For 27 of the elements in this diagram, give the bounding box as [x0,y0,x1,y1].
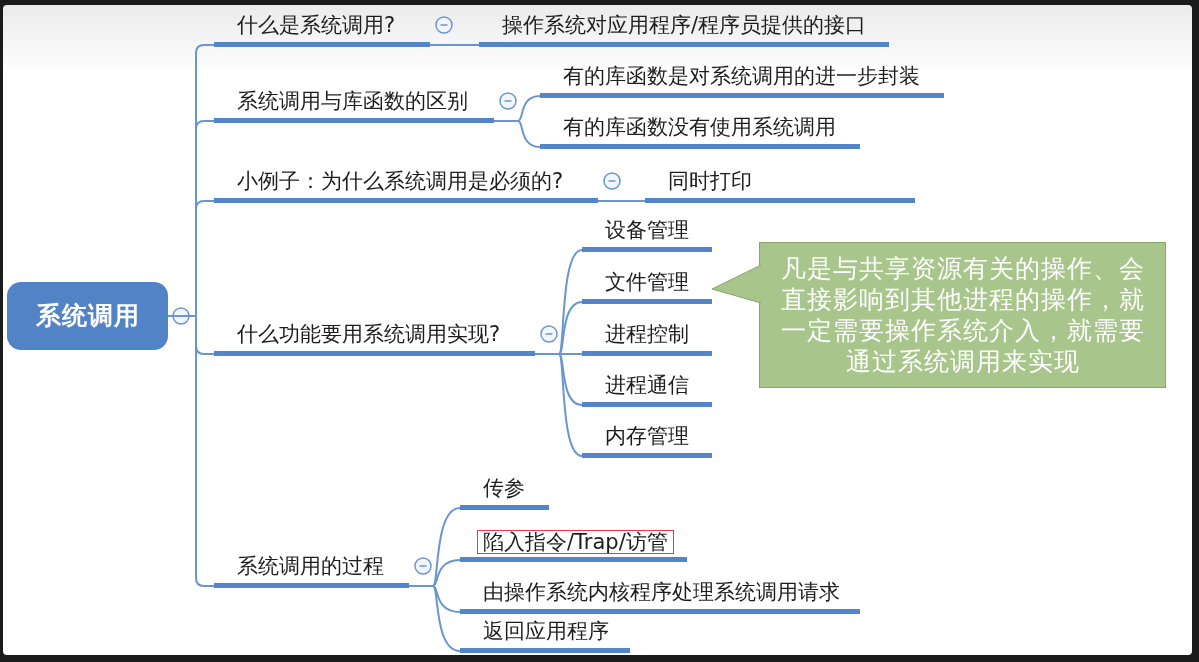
callout-box: 凡是与共享资源有关的操作、会直接影响到其他进程的操作，就一定需要操作系统介入，就需要通过系统调用来实现 [759,242,1166,388]
topic-label: 由操作系统内核程序处理系统调用请求 [460,579,860,614]
topic-label: 同时打印 [645,168,915,203]
topic-label: 内存管理 [582,423,712,458]
topic-label: 进程通信 [582,372,712,407]
topic-label: 小例子：为什么系统调用是必须的? [214,168,598,203]
topic-label: 设备管理 [582,217,712,252]
topic-label: 有的库函数没有使用系统调用 [540,114,860,149]
topic-label: 操作系统对应用程序/程序员提供的接口 [479,12,889,47]
topic-label: 什么功能要用系统调用实现? [214,321,535,356]
topic-label: 有的库函数是对系统调用的进一步封装 [540,63,944,98]
topic-label: 系统调用与库函数的区别 [214,88,494,123]
topic-label: 传参 [460,475,549,510]
topic-label: 什么是系统调用? [214,12,430,47]
connector-line [534,353,583,457]
highlighted-text: 陷入指令/Trap/访管 [477,530,674,554]
connector-line [408,585,461,652]
topic-label: 文件管理 [582,269,712,304]
callout-pointer [711,264,762,304]
connector-line [429,44,480,46]
topic-label: 系统调用的过程 [214,553,409,588]
topic-label: 返回应用程序 [460,618,630,653]
connector-line [597,200,646,202]
topic-underline [460,527,687,562]
topic-label: 进程控制 [582,321,712,356]
central-topic: 系统调用 [7,282,168,350]
connector-line [493,120,541,148]
